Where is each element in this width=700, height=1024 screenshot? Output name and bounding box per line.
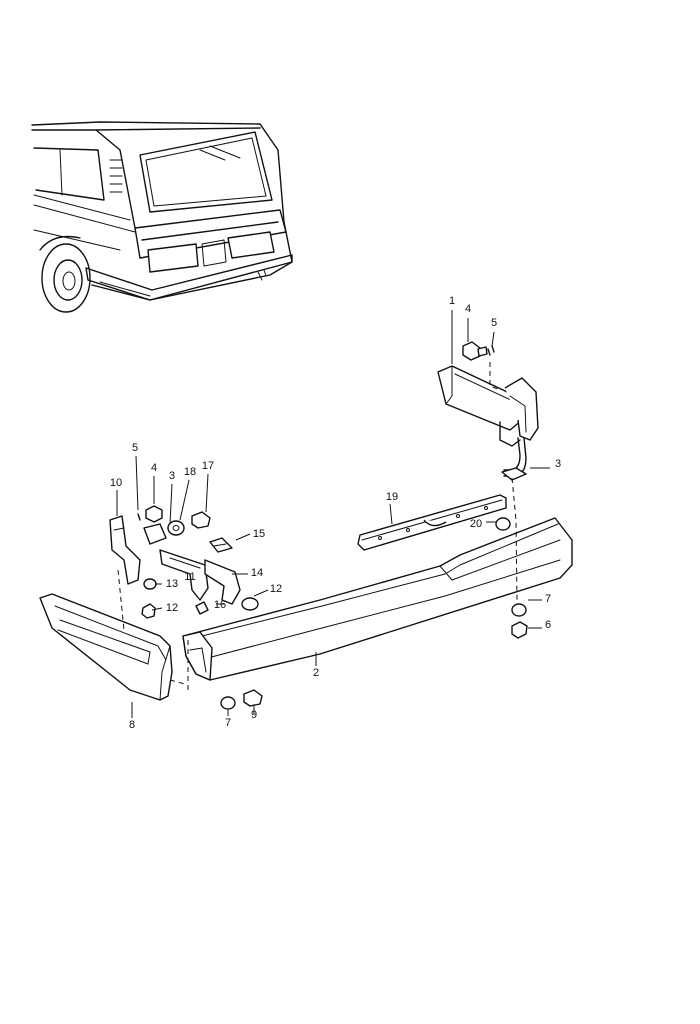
callout-13: 13: [166, 578, 178, 590]
part-16-bolt: [195, 601, 209, 615]
callout-8: 8: [129, 719, 135, 731]
callout-16: 16: [214, 599, 226, 611]
part-5-washer-right: [487, 345, 495, 356]
callout-12: 12: [270, 583, 282, 595]
callout-6: 6: [545, 619, 551, 631]
callout-17: 17: [202, 460, 214, 472]
callout-11: 11: [184, 571, 195, 583]
callout-3: 3: [169, 470, 175, 482]
callout-3: 3: [555, 458, 561, 470]
callout-7: 7: [545, 593, 551, 605]
callout-9: 9: [251, 709, 257, 721]
part-3-clip-right: [501, 467, 527, 481]
part-10-bracket-left: [109, 515, 141, 585]
leader-lines: [116, 310, 550, 718]
part-17-bolt: [191, 511, 211, 529]
part-6-bolt-right: [511, 621, 528, 639]
part-7-washer-right: [511, 603, 527, 617]
part-19-mounting-strip: [357, 494, 507, 551]
callout-20: 20: [470, 518, 482, 530]
part-7-washer-left: [220, 696, 236, 710]
callout-1: 1: [449, 295, 455, 307]
callout-19: 19: [386, 491, 398, 503]
callout-2: 2: [313, 667, 319, 679]
assembly-line-bolt: [489, 362, 501, 391]
part-8-end-cover: [39, 593, 173, 701]
part-12-bolt-b: [241, 597, 259, 611]
callout-14: 14: [251, 567, 263, 579]
part-2-rear-bumper: [182, 517, 573, 681]
part-9-bolt: [243, 689, 263, 707]
part-4-bolt-right: [462, 341, 488, 361]
part-14-bracket: [204, 559, 241, 605]
part-20-plug: [495, 517, 511, 531]
part-15-clip: [209, 537, 233, 553]
part-13-nut: [143, 578, 157, 590]
part-12-bolt-a: [141, 603, 156, 619]
callout-7: 7: [225, 717, 231, 729]
callout-5: 5: [491, 317, 497, 329]
part-4-bolt-left: [145, 505, 163, 523]
callout-15: 15: [253, 528, 265, 540]
part-18-washer: [167, 520, 185, 536]
assembly-lines: [117, 477, 518, 690]
part-3-clip-left: [143, 523, 167, 545]
callout-12: 12: [166, 602, 178, 614]
callout-18: 18: [184, 466, 196, 478]
part-1-bracket: [437, 365, 539, 477]
part-5-washer-left: [137, 513, 141, 521]
callout-10: 10: [110, 477, 122, 489]
vehicle-rear-illustration: [31, 121, 293, 313]
callout-5: 5: [132, 442, 138, 454]
callout-labels: 1 4 5 3 19 20 7 6 2 10 5 4 3 18 17 15 14…: [110, 295, 561, 731]
callout-4: 4: [465, 303, 471, 315]
callout-4: 4: [151, 462, 157, 474]
